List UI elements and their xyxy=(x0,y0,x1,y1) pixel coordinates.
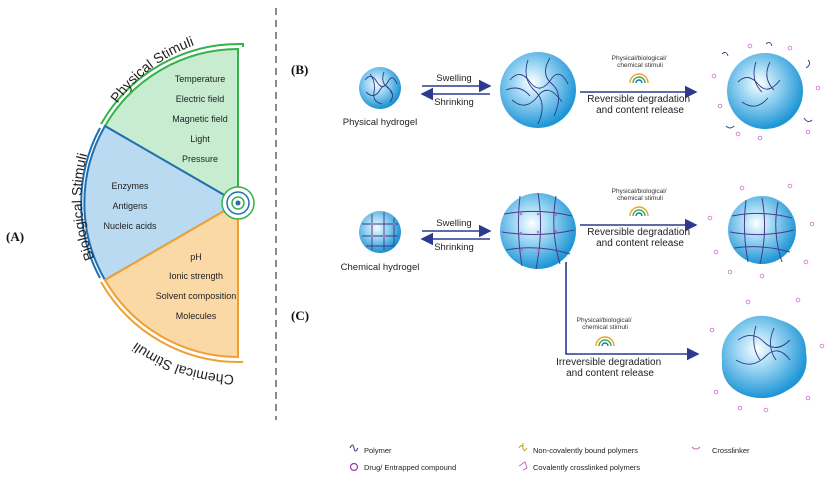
noncovalent-icon xyxy=(518,443,528,451)
swelling-label: Swelling xyxy=(436,73,471,84)
chemical-items: pH Ionic strength Solvent composition Mo… xyxy=(156,252,237,321)
panel-label-a: (A) xyxy=(6,229,24,244)
irreversible-arrow xyxy=(565,262,700,361)
physical-hydrogel-small xyxy=(359,67,401,109)
covalent-icon xyxy=(518,461,528,471)
chemical-hydrogel-degraded xyxy=(709,297,825,413)
stimuli-wave-icon xyxy=(629,206,649,217)
legend-label: Crosslinker xyxy=(712,446,750,455)
physical-hydrogel-label: Physical hydrogel xyxy=(343,117,417,128)
polymer-icon xyxy=(349,444,359,452)
shrinking-label-c: Shrinking xyxy=(434,242,474,253)
stimulus-item: pH xyxy=(190,252,202,262)
legend-label: Drug/ Entrapped compound xyxy=(364,463,456,472)
legend-noncovalent: Non-covalently bound polymers xyxy=(518,443,638,455)
chemical-hydrogel-swollen xyxy=(500,192,576,270)
crosslinker-icon xyxy=(691,446,701,450)
stimuli-label-c: Physical/biological/ chemical stimuli xyxy=(612,188,669,202)
stimulus-item: Molecules xyxy=(176,311,217,321)
reversible-label-c: Reversible degradation and content relea… xyxy=(587,227,693,249)
stimulus-item: Ionic strength xyxy=(169,271,223,281)
chemical-hydrogel-small xyxy=(359,211,401,253)
legend-polymer: Polymer xyxy=(349,444,392,455)
legend-covalent: Covalently crosslinked polymers xyxy=(518,461,640,472)
physical-band xyxy=(100,42,244,125)
stimulus-item: Nucleic acids xyxy=(103,221,157,231)
panel-label-b: (B) xyxy=(291,62,308,77)
stimulus-item: Magnetic field xyxy=(172,114,228,124)
chemical-band xyxy=(100,281,244,364)
stimuli-wave-icon xyxy=(629,73,649,84)
panel-label-c: (C) xyxy=(291,308,309,323)
stimulus-rings-icon xyxy=(221,186,255,220)
legend-crosslinker: Crosslinker xyxy=(691,446,750,455)
chemical-sector xyxy=(103,201,239,359)
stimulus-item: Light xyxy=(190,134,210,144)
stimuli-wave-icon xyxy=(595,336,615,347)
drug-icon xyxy=(349,462,359,472)
legend-drug: Drug/ Entrapped compound xyxy=(349,462,456,472)
irreversible-label: Irreversible degradation and content rel… xyxy=(556,357,664,379)
shrinking-label: Shrinking xyxy=(434,97,474,108)
stimulus-item: Temperature xyxy=(175,74,226,84)
stimuli-label-b: Physical/biological/ chemical stimuli xyxy=(612,55,669,69)
stimulus-item: Pressure xyxy=(182,154,218,164)
physical-hydrogel-swollen xyxy=(500,52,576,128)
legend: Polymer Drug/ Entrapped compound Non-cov… xyxy=(349,443,750,472)
biological-sector xyxy=(83,124,240,282)
stimuli-fan: Physical Stimuli Biological Stimuli Chem… xyxy=(69,33,255,388)
swelling-label-c: Swelling xyxy=(436,218,471,229)
legend-label: Covalently crosslinked polymers xyxy=(533,463,640,472)
reversible-label-b: Reversible degradation and content relea… xyxy=(587,94,693,116)
stimulus-item: Antigens xyxy=(112,201,148,211)
stimuli-label-irreversible: Physical/biological/ chemical stimuli xyxy=(577,317,634,331)
chemical-hydrogel-label: Chemical hydrogel xyxy=(341,262,420,273)
legend-label: Polymer xyxy=(364,446,392,455)
biological-band xyxy=(80,127,101,279)
panel-b: Physical hydrogel Swelling Shrinking Phy… xyxy=(343,41,821,141)
physical-sector xyxy=(103,47,239,205)
legend-label: Non-covalently bound polymers xyxy=(533,446,638,455)
stimulus-item: Enzymes xyxy=(111,181,149,191)
biological-items: Enzymes Antigens Nucleic acids xyxy=(103,181,157,231)
stimulus-item: Solvent composition xyxy=(156,291,237,301)
physical-items: Temperature Electric field Magnetic fiel… xyxy=(172,74,228,164)
chemical-hydrogel-released xyxy=(707,183,815,279)
stimulus-item: Electric field xyxy=(176,94,225,104)
panel-c: Chemical hydrogel Swelling Shrinking Phy… xyxy=(341,183,825,413)
physical-hydrogel-released xyxy=(711,41,821,141)
